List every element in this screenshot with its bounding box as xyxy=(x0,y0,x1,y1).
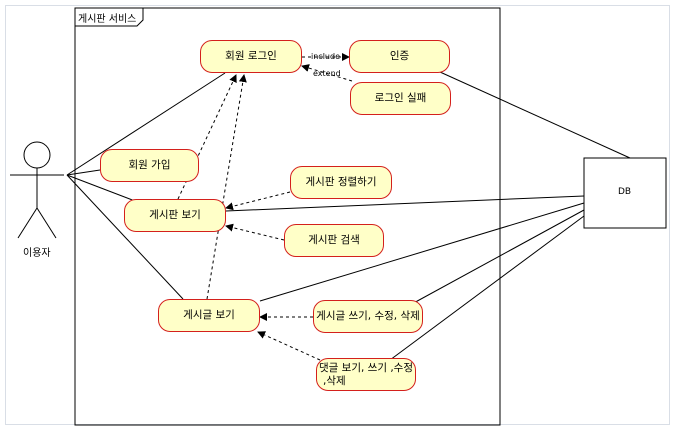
usecase-board-search: 게시판 검색 xyxy=(284,224,384,257)
db-label: DB xyxy=(618,187,632,197)
db-box xyxy=(583,157,667,229)
usecase-login-fail: 로그인 실패 xyxy=(350,82,451,115)
dependency-arrows xyxy=(177,53,353,361)
usecase-board-sort: 게시판 정렬하기 xyxy=(290,166,392,199)
usecase-comment: 댓글 보기, 쓰기 ,수정 ,삭제 xyxy=(316,358,416,391)
usecase-login: 회원 로그인 xyxy=(200,40,302,73)
system-name-tab xyxy=(75,8,144,27)
usecase-post-write: 게시글 쓰기, 수정, 삭제 xyxy=(313,300,423,333)
include-label: include xyxy=(311,52,340,61)
usecase-board-view: 게시판 보기 xyxy=(124,199,226,232)
db-associations xyxy=(225,71,631,361)
actor-label: 이용자 xyxy=(23,248,51,259)
actor-figure xyxy=(10,141,64,239)
extend-label: extend xyxy=(313,69,341,78)
usecase-comment-line1: 댓글 보기, 쓰기 ,수정 xyxy=(319,362,413,375)
actor-associations xyxy=(66,72,226,300)
usecase-post-view: 게시글 보기 xyxy=(158,299,260,332)
system-name-label: 게시판 서비스 xyxy=(78,14,137,25)
usecase-comment-line2: ,삭제 xyxy=(323,374,346,387)
usecase-auth: 인증 xyxy=(349,40,450,73)
system-boundary xyxy=(74,7,501,426)
usecase-signup: 회원 가입 xyxy=(100,149,199,182)
